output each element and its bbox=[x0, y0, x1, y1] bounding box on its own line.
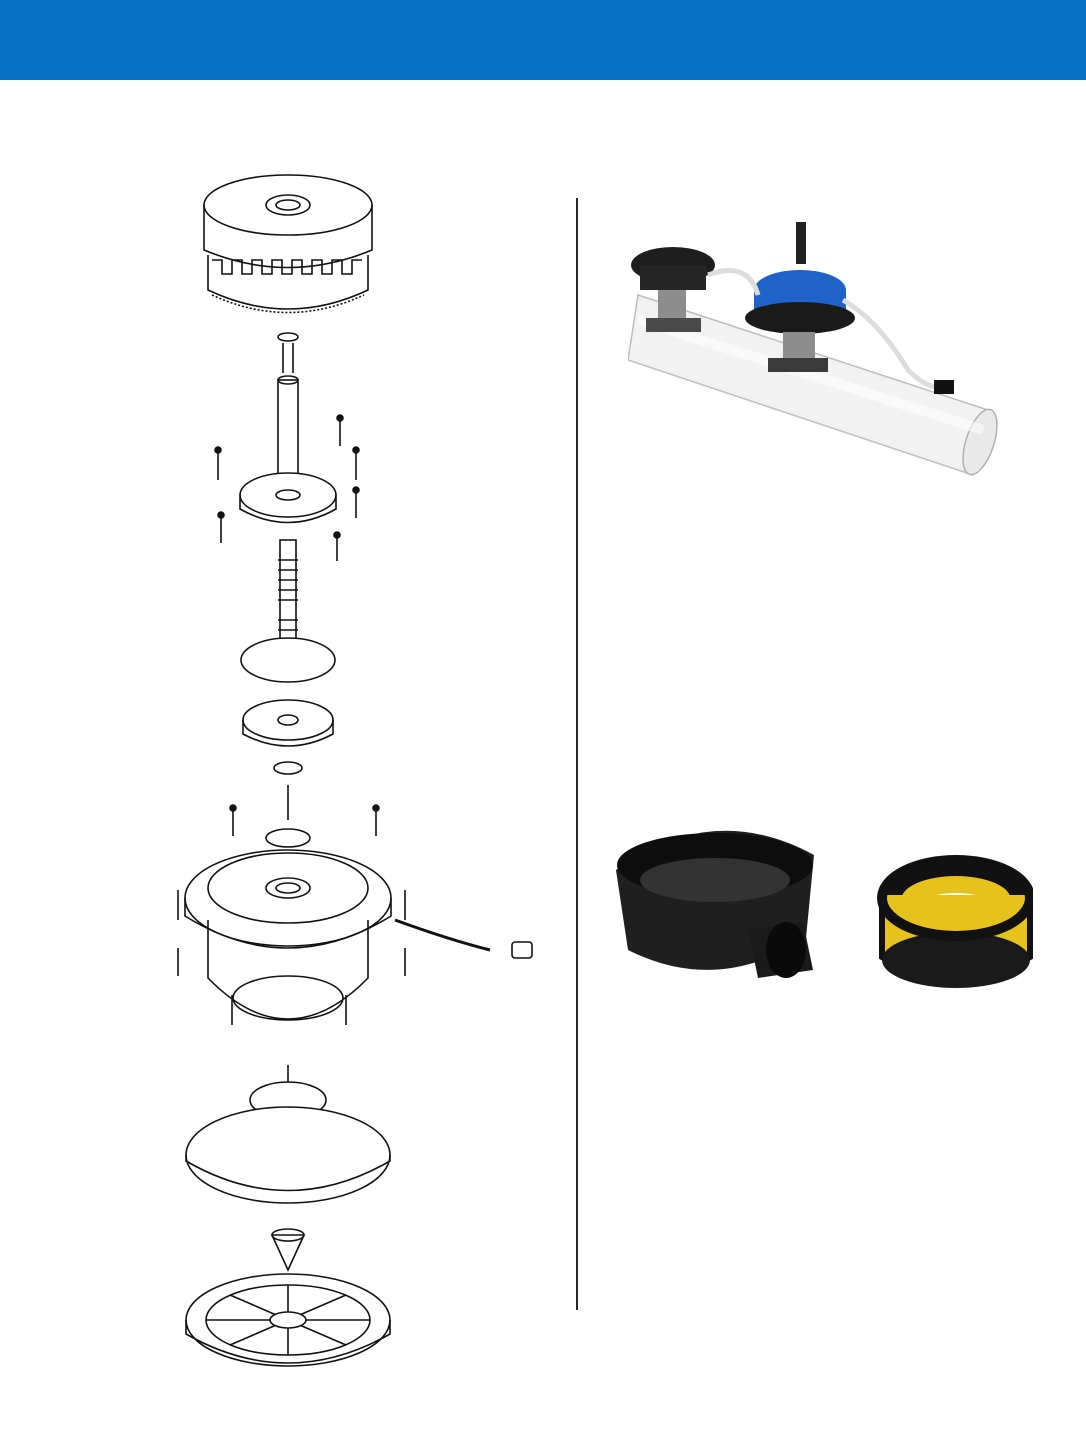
column-divider bbox=[576, 198, 578, 1310]
filter-element bbox=[877, 855, 1033, 988]
pipe bbox=[628, 294, 998, 476]
diaphragm-discs bbox=[240, 637, 336, 775]
tubing bbox=[707, 268, 947, 391]
filter-housing bbox=[616, 830, 814, 978]
pipe-installation-photo bbox=[628, 220, 1008, 490]
screws bbox=[214, 414, 360, 561]
blue-valve-head bbox=[745, 222, 855, 372]
main-housing-part bbox=[177, 849, 533, 1025]
black-valve-head bbox=[631, 247, 715, 332]
tube-fitting bbox=[934, 380, 954, 394]
filter-housing-photo bbox=[608, 810, 1033, 995]
base-plate-part bbox=[185, 1228, 391, 1367]
shaft-part bbox=[239, 375, 337, 524]
spring-stem-part bbox=[278, 539, 298, 651]
header-band bbox=[0, 0, 1086, 80]
exploded-assembly-drawing bbox=[150, 160, 570, 1410]
middle-screws bbox=[229, 785, 380, 848]
top-cap-part bbox=[203, 174, 373, 373]
bottom-diaphragm-part bbox=[185, 1065, 391, 1204]
